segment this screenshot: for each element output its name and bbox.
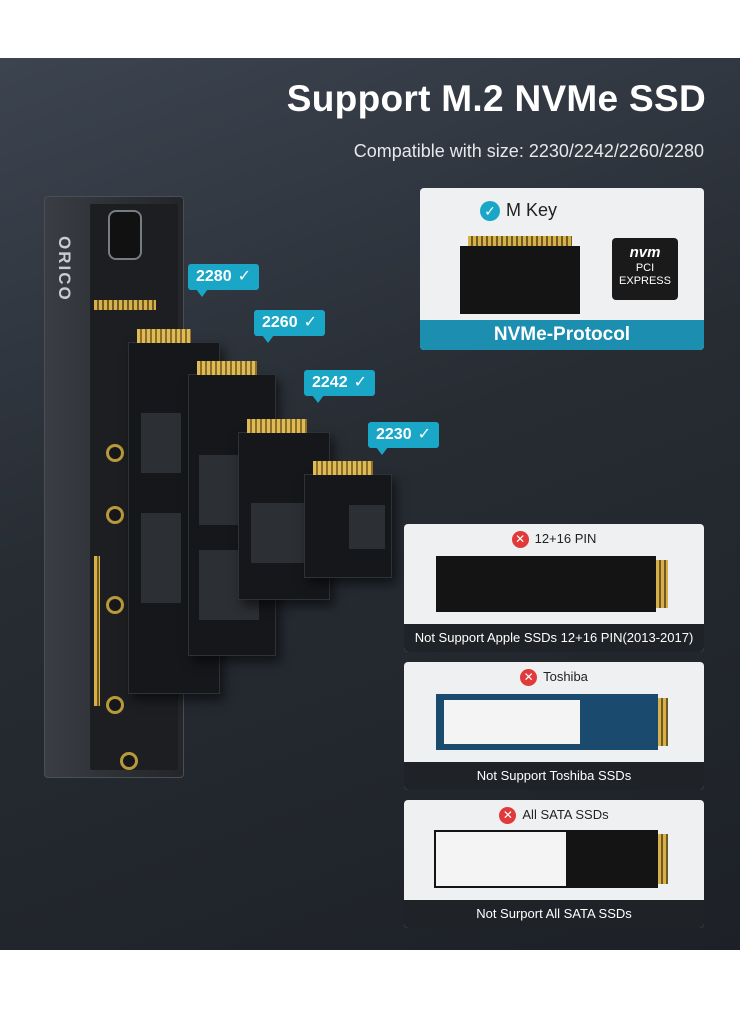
size-tag-label: 2260 [262, 314, 298, 331]
ssd-chip [349, 505, 385, 549]
unsupported-panel-sata: ✕ All SATA SSDs Not Surport All SATA SSDs [404, 800, 704, 928]
size-tag-label: 2280 [196, 268, 232, 285]
unsupported-heading-label: 12+16 PIN [534, 531, 597, 546]
page-title: Support M.2 NVMe SSD [286, 78, 706, 119]
ssd-chip [199, 455, 239, 525]
unsupported-footer: Not Support Apple SSDs 12+16 PIN(2013-20… [404, 624, 704, 652]
standoff-hole-icon [106, 444, 124, 462]
ssd-2230 [304, 461, 392, 578]
toshiba-ssd-sticker [444, 700, 580, 744]
size-tag-label: 2242 [312, 374, 348, 391]
m2-slot-contacts [94, 300, 156, 310]
ssd-chip [141, 413, 181, 473]
ssd-connector [247, 419, 307, 433]
size-tag-2242: 2242 ✓ [304, 370, 375, 403]
ssd-chip [141, 513, 181, 603]
mkey-ssd-image [460, 246, 580, 314]
size-tag-2260: 2260 ✓ [254, 310, 325, 343]
pcb-contacts [94, 556, 100, 706]
pci-logo-text: PCI [635, 262, 655, 274]
page-subtitle: Compatible with size: 2230/2242/2260/228… [353, 141, 704, 161]
unsupported-footer: Not Support Toshiba SSDs [404, 762, 704, 790]
mkey-heading: ✓ M Key [480, 200, 558, 222]
check-circle-icon: ✓ [480, 201, 500, 222]
mkey-heading-label: M Key [506, 200, 558, 220]
nvme-logo: nvm PCI EXPRESS [612, 238, 678, 300]
unsupported-footer: Not Surport All SATA SSDs [404, 900, 704, 928]
unsupported-footer-label: Not Surport All SATA SSDs [476, 906, 632, 921]
unsupported-footer-label: Not Support Apple SSDs 12+16 PIN(2013-20… [414, 630, 694, 645]
standoff-hole-icon [106, 596, 124, 614]
unsupported-heading: ✕ 12+16 PIN [404, 531, 704, 549]
product-banner: Support M.2 NVMe SSD Compatible with siz… [0, 58, 740, 950]
check-icon: ✓ [417, 426, 431, 443]
check-icon: ✓ [237, 268, 251, 285]
ssd-connector [137, 329, 191, 343]
cross-circle-icon: ✕ [499, 807, 517, 825]
size-tag-2230: 2230 ✓ [368, 422, 439, 455]
unsupported-heading: ✕ All SATA SSDs [404, 807, 704, 825]
unsupported-heading: ✕ Toshiba [404, 669, 704, 687]
mkey-connector [468, 236, 572, 246]
ssd-connector [197, 361, 257, 375]
mkey-footer-label: NVMe-Protocol [493, 324, 631, 345]
mkey-panel: ✓ M Key nvm PCI EXPRESS NVMe-Protocol [420, 188, 704, 350]
ssd-chip [251, 503, 307, 563]
unsupported-panel-apple: ✕ 12+16 PIN Not Support Apple SSDs 12+16 … [404, 524, 704, 652]
apple-ssd-image [436, 556, 656, 612]
size-tag-2280: 2280 ✓ [188, 264, 259, 297]
brand-logo: ORICO [55, 236, 74, 302]
size-tag-label: 2230 [376, 426, 412, 443]
cross-circle-icon: ✕ [520, 669, 538, 687]
unsupported-footer-label: Not Support Toshiba SSDs [476, 768, 632, 783]
standoff-hole-icon [106, 696, 124, 714]
sata-ssd-connector [658, 834, 668, 884]
sata-ssd-sticker [436, 832, 566, 886]
apple-ssd-connector [656, 560, 668, 608]
toshiba-ssd-connector [658, 698, 668, 746]
unsupported-heading-label: Toshiba [543, 669, 588, 684]
check-icon: ✓ [353, 374, 367, 391]
pci-express-text: EXPRESS [619, 275, 671, 287]
usb-c-port-icon [108, 210, 142, 260]
unsupported-panel-toshiba: ✕ Toshiba Not Support Toshiba SSDs [404, 662, 704, 790]
standoff-hole-icon [120, 752, 138, 770]
mkey-footer: NVMe-Protocol [420, 320, 704, 350]
check-icon: ✓ [303, 314, 317, 331]
ssd-connector [313, 461, 373, 475]
cross-circle-icon: ✕ [511, 531, 529, 549]
standoff-hole-icon [106, 506, 124, 524]
nvme-logo-text: nvm [629, 244, 661, 261]
unsupported-heading-label: All SATA SSDs [522, 807, 609, 822]
